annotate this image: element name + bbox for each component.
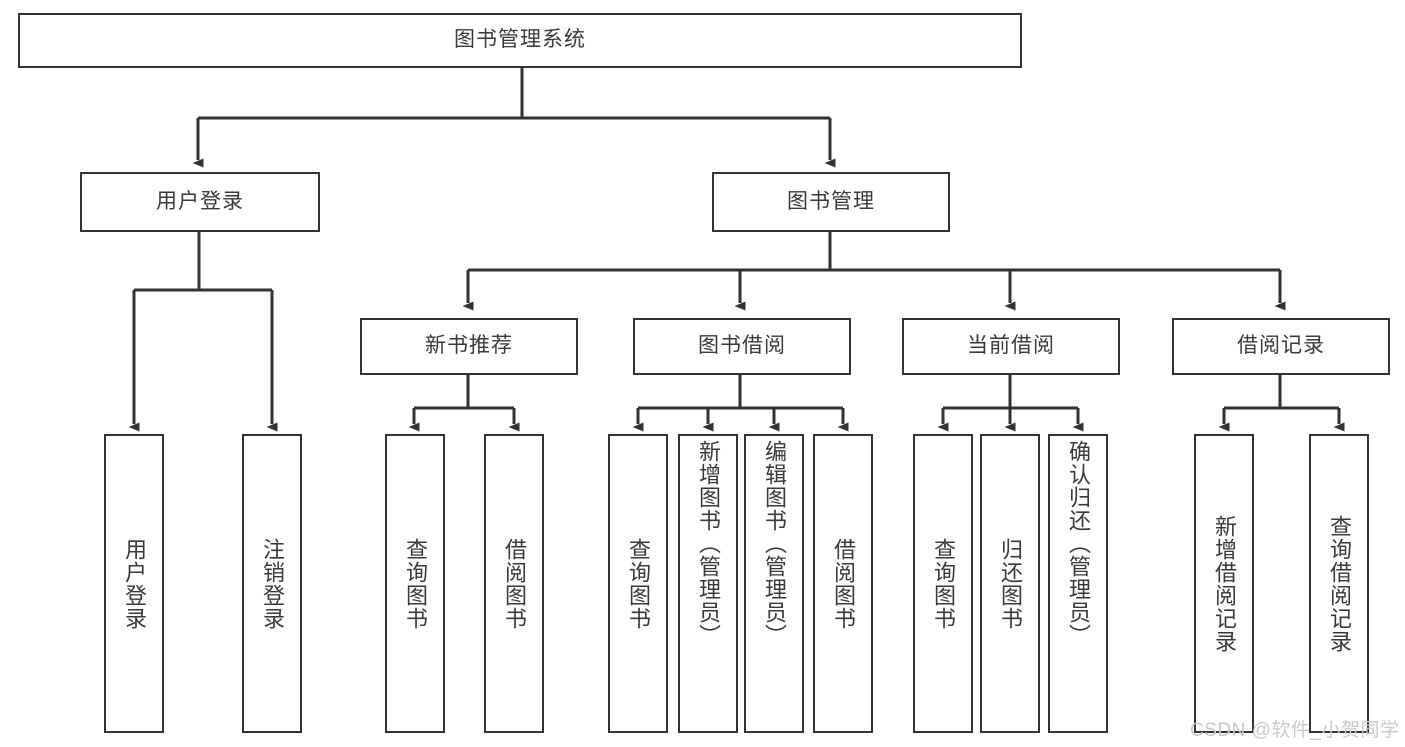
leaf-logout[interactable]: 注销登录 bbox=[242, 434, 302, 733]
leaf-label: 编辑图书（管理员） bbox=[761, 440, 787, 647]
node-label: 图书借阅 bbox=[698, 334, 786, 358]
leaf-label: 借阅图书 bbox=[501, 537, 527, 630]
node-book-borrow[interactable]: 图书借阅 bbox=[633, 318, 851, 375]
node-borrow-record[interactable]: 借阅记录 bbox=[1172, 318, 1390, 375]
leaf-query-book-borrow[interactable]: 查询图书 bbox=[608, 434, 668, 733]
leaf-user-login[interactable]: 用户登录 bbox=[104, 434, 164, 733]
leaf-label: 查询图书 bbox=[625, 537, 651, 630]
leaf-label: 注销登录 bbox=[259, 537, 285, 630]
leaf-borrow-book[interactable]: 借阅图书 bbox=[813, 434, 873, 733]
node-book-management-system[interactable]: 图书管理系统 bbox=[18, 13, 1022, 68]
leaf-label: 确认归还（管理员） bbox=[1065, 440, 1091, 647]
node-label: 图书管理系统 bbox=[454, 28, 586, 52]
leaf-add-borrow-record[interactable]: 新增借阅记录 bbox=[1194, 434, 1254, 733]
node-user-login[interactable]: 用户登录 bbox=[80, 172, 320, 232]
node-label: 借阅记录 bbox=[1237, 334, 1325, 358]
leaf-query-book-recommend[interactable]: 查询图书 bbox=[385, 434, 445, 733]
node-current-borrow[interactable]: 当前借阅 bbox=[902, 318, 1120, 375]
leaf-query-borrow-record[interactable]: 查询借阅记录 bbox=[1309, 434, 1369, 733]
node-label: 新书推荐 bbox=[425, 334, 513, 358]
node-label: 当前借阅 bbox=[967, 334, 1055, 358]
node-book-management[interactable]: 图书管理 bbox=[712, 172, 950, 232]
leaf-return-book[interactable]: 归还图书 bbox=[980, 434, 1040, 733]
node-new-book-recommend[interactable]: 新书推荐 bbox=[360, 318, 578, 375]
leaf-label: 查询图书 bbox=[930, 537, 956, 630]
leaf-add-book-admin[interactable]: 新增图书（管理员） bbox=[678, 434, 738, 733]
leaf-edit-book-admin[interactable]: 编辑图书（管理员） bbox=[744, 434, 804, 733]
leaf-label: 用户登录 bbox=[121, 537, 147, 630]
leaf-label: 查询图书 bbox=[402, 537, 428, 630]
leaf-label: 新增图书（管理员） bbox=[695, 440, 721, 647]
leaf-label: 新增借阅记录 bbox=[1211, 514, 1237, 653]
leaf-confirm-return-admin[interactable]: 确认归还（管理员） bbox=[1048, 434, 1108, 733]
watermark-text: CSDN @软件_小贺同学 bbox=[1190, 720, 1400, 741]
leaf-label: 查询借阅记录 bbox=[1326, 514, 1352, 653]
node-label: 图书管理 bbox=[787, 189, 875, 213]
leaf-query-book-current[interactable]: 查询图书 bbox=[913, 434, 973, 733]
node-label: 用户登录 bbox=[156, 189, 244, 213]
leaf-label: 归还图书 bbox=[997, 537, 1023, 630]
leaf-label: 借阅图书 bbox=[830, 537, 856, 630]
leaf-borrow-book-recommend[interactable]: 借阅图书 bbox=[484, 434, 544, 733]
